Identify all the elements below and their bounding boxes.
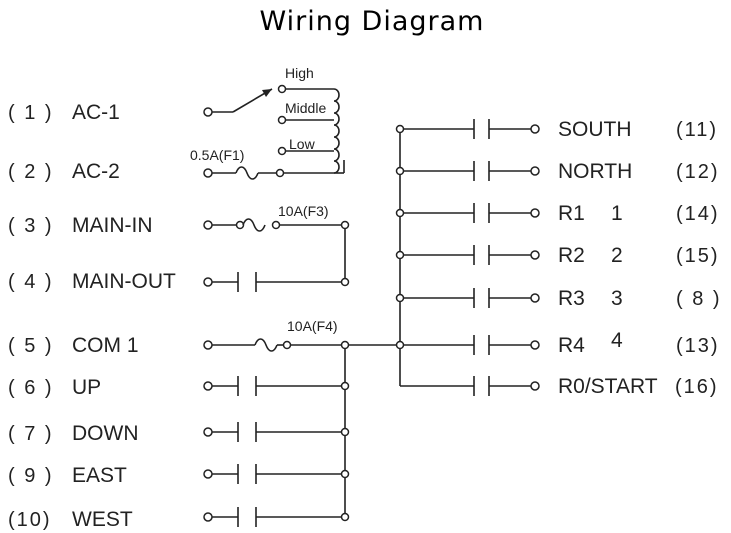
r4-digit: 4 <box>611 329 623 352</box>
terminal-9-number: ( 9 ) <box>8 465 54 487</box>
r3-digit: 3 <box>611 287 623 310</box>
terminal-1-number: ( 1 ) <box>8 102 54 124</box>
middle-label: Middle <box>285 100 326 116</box>
fuse-f1-icon <box>235 166 259 180</box>
terminal-4-number: ( 4 ) <box>8 271 54 293</box>
right-contact-bus <box>395 119 540 396</box>
terminal-11-label: SOUTH <box>558 118 632 141</box>
terminal-14-label: R1 <box>558 202 585 225</box>
terminal-3-label: MAIN-IN <box>72 214 153 237</box>
fuse-f3-label: 10A(F3) <box>278 203 329 219</box>
terminal-11-number: (11) <box>676 119 718 141</box>
terminal-13-label: R4 <box>558 334 585 357</box>
terminal-3-number: ( 3 ) <box>8 215 54 237</box>
terminal-7-number: ( 7 ) <box>8 423 54 445</box>
fuse-f1-label: 0.5A(F1) <box>190 147 244 163</box>
fuse-f4-label: 10A(F4) <box>287 318 338 334</box>
com1-line: 10A(F4) <box>203 318 398 514</box>
terminal-2-label: AC-2 <box>72 160 120 183</box>
fuse-f3-icon <box>242 218 266 232</box>
direction-contacts <box>203 376 350 527</box>
terminal-16-label: R0/START <box>558 375 658 398</box>
terminal-6-label: UP <box>72 376 101 399</box>
left-terminal-labels: ( 1 ) AC-1 ( 2 ) AC-2 ( 3 ) MAIN-IN ( 4 … <box>8 101 176 531</box>
terminal-4-label: MAIN-OUT <box>72 270 176 293</box>
selector-arrow-icon <box>262 89 272 97</box>
main-in-out-lines: 10A(F3) <box>203 203 350 292</box>
right-terminal-labels: SOUTH (11) NORTH (12) R1 1 (14) R2 2 (15… <box>558 118 722 398</box>
r2-digit: 2 <box>611 244 623 267</box>
r1-digit: 1 <box>611 202 623 225</box>
high-label: High <box>285 65 314 81</box>
terminal-7-label: DOWN <box>72 422 139 445</box>
diagram-title: Wiring Diagram <box>260 6 485 37</box>
terminal-1-label: AC-1 <box>72 101 120 124</box>
voltage-selector: High Middle Low <box>203 65 345 174</box>
terminal-15-label: R2 <box>558 244 585 267</box>
terminal-16-number: (16) <box>675 376 719 398</box>
terminal-5-label: COM 1 <box>72 334 139 357</box>
ac1-terminal-node <box>203 107 213 117</box>
terminal-6-number: ( 6 ) <box>8 377 54 399</box>
terminal-5-number: ( 5 ) <box>8 335 54 357</box>
terminal-2-number: ( 2 ) <box>8 161 54 183</box>
terminal-10-number: (10) <box>8 509 52 531</box>
terminal-14-number: (14) <box>676 203 720 225</box>
terminal-8-label: R3 <box>558 287 585 310</box>
terminal-12-label: NORTH <box>558 160 632 183</box>
terminal-13-number: (13) <box>676 335 720 357</box>
terminal-15-number: (15) <box>676 245 720 267</box>
terminal-9-label: EAST <box>72 464 127 487</box>
terminal-8-number: ( 8 ) <box>676 288 722 310</box>
ac2-fuse-line: 0.5A(F1) <box>190 147 334 180</box>
terminal-12-number: (12) <box>676 161 720 183</box>
terminal-10-label: WEST <box>72 508 133 531</box>
fuse-f4-icon <box>254 338 278 352</box>
low-label: Low <box>289 136 316 152</box>
transformer-coil <box>333 88 340 174</box>
